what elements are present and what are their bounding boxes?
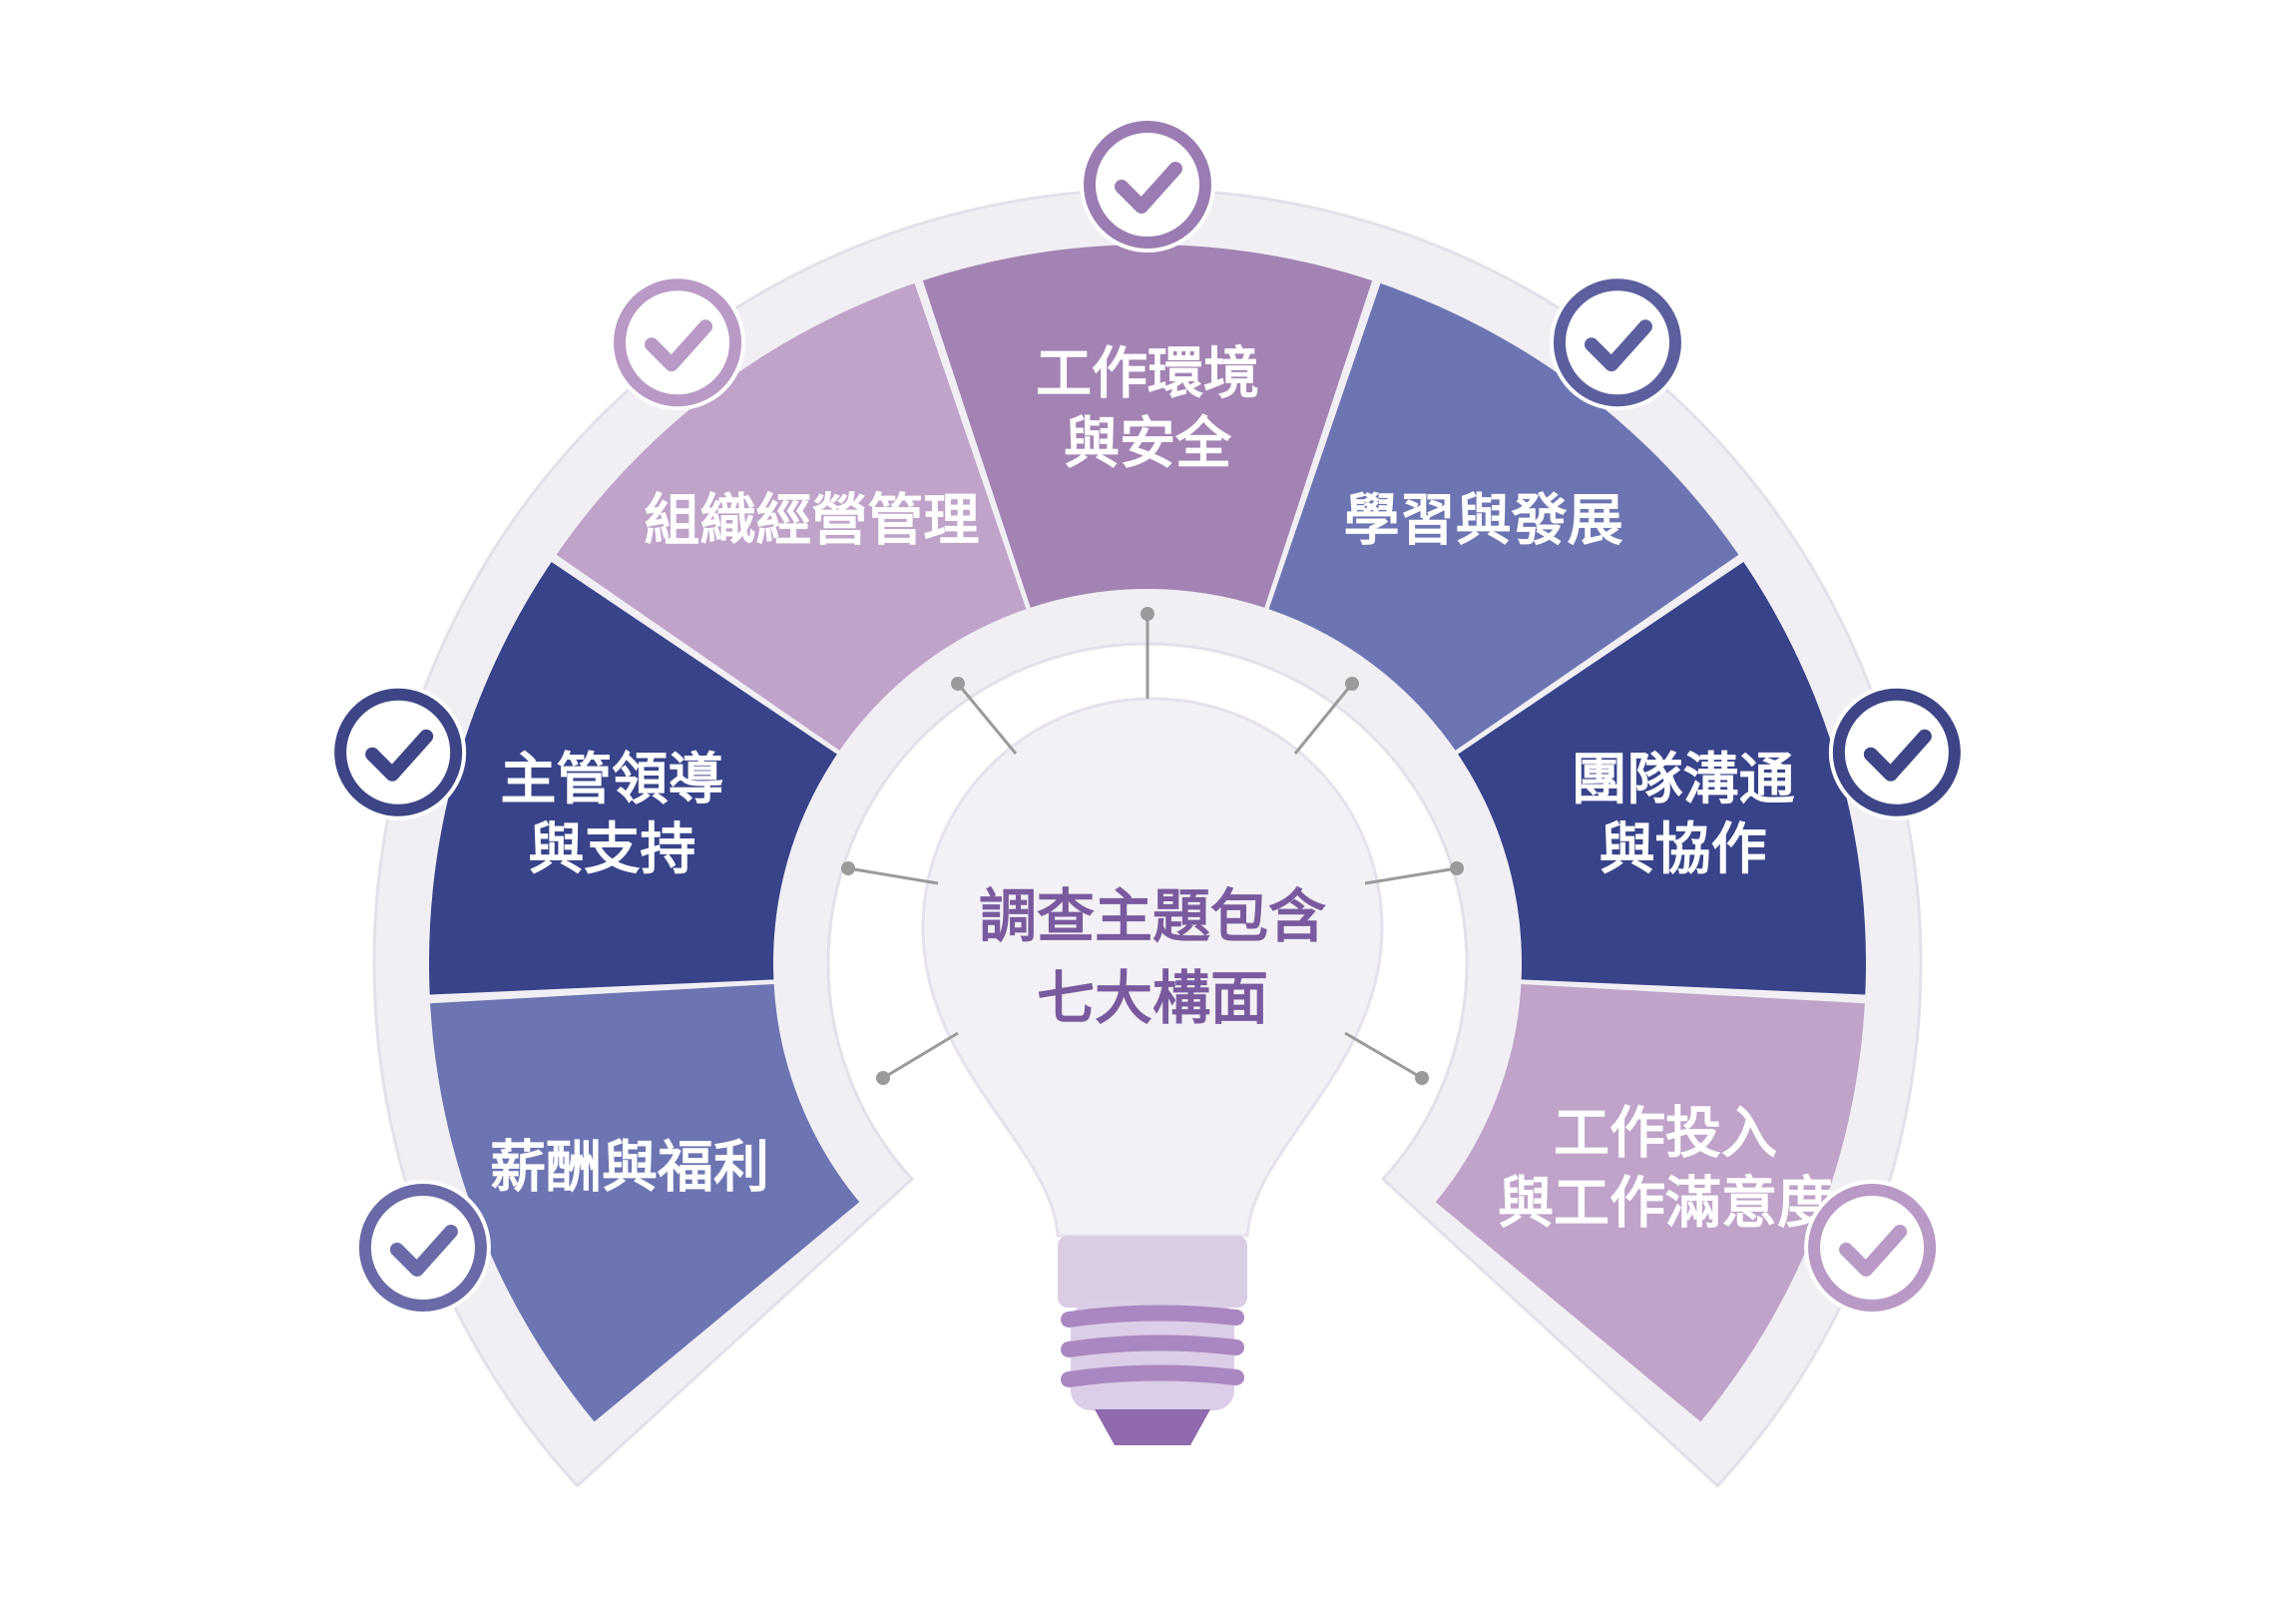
segment-label-environment: 工作環境 — [1036, 342, 1259, 407]
segment-compensation — [430, 983, 860, 1422]
light-bulb-icon — [841, 607, 1464, 1445]
check-circle-icon — [1804, 1179, 1941, 1316]
segment-teamwork — [1458, 562, 1867, 995]
segment-label-engagement-line2: 與工作滿意度 — [1498, 1172, 1833, 1237]
bulb-ray-dot — [1141, 607, 1154, 621]
bulb-ray — [1364, 866, 1458, 885]
bulb-thread — [1061, 1334, 1244, 1357]
segment-labels: 薪酬與福利 主管領導 與支持 組織經營管理 工作環境 與安全 學習與發展 團隊溝… — [490, 342, 1833, 1237]
check-circle-icon — [1080, 117, 1215, 253]
segment-label-engagement: 工作投入 — [1554, 1102, 1777, 1167]
bulb-glass — [921, 697, 1384, 1238]
segment-leadership — [429, 562, 837, 995]
segment-label-leadership: 主管領導 — [500, 748, 723, 812]
segment-label-teamwork: 團隊溝通 — [1572, 748, 1795, 812]
bulb-ray-dot — [1345, 677, 1359, 691]
segment-label-environment-line2: 與安全 — [1064, 412, 1232, 477]
bulb-ray-dot — [841, 861, 855, 875]
bulb-ray — [1344, 1031, 1423, 1080]
segment-label-teamwork-line2: 與協作 — [1600, 817, 1767, 882]
center-title-line2: 七大構面 — [1037, 964, 1268, 1032]
check-circle-icon — [1828, 684, 1965, 820]
bulb-cap — [1058, 1236, 1247, 1308]
segment-ring — [429, 245, 1867, 1422]
center-title-line1: 調查主題包含 — [979, 882, 1326, 950]
bulb-thread — [1061, 1364, 1244, 1387]
bulb-ray-dot — [1450, 861, 1464, 875]
segment-label-learning: 學習與發展 — [1344, 489, 1623, 554]
segment-management — [556, 282, 1027, 751]
segment-label-compensation: 薪酬與福利 — [490, 1136, 769, 1201]
bulb-ray — [1293, 683, 1354, 755]
bulb-ray — [956, 683, 1018, 755]
bulb-thread — [1061, 1305, 1244, 1328]
segment-environment — [922, 245, 1373, 608]
check-circle-icon — [610, 274, 746, 411]
bulb-ray — [882, 1031, 959, 1080]
check-circle-icon — [1549, 274, 1685, 411]
segment-label-leadership-line2: 與支持 — [528, 817, 695, 882]
segment-engagement — [1435, 983, 1865, 1422]
bulb-ray-dot — [876, 1071, 890, 1085]
check-badges — [330, 117, 1965, 1316]
check-circle-icon — [330, 684, 467, 820]
check-circle-icon — [354, 1179, 491, 1316]
bulb-ray — [847, 866, 939, 885]
bulb-ray-dot — [1415, 1071, 1429, 1085]
bulb-ray-dot — [951, 677, 965, 691]
segment-label-management: 組織經營管理 — [644, 489, 979, 554]
segment-learning — [1268, 282, 1739, 751]
bulb-tip — [1095, 1409, 1210, 1445]
bulb-socket — [1071, 1303, 1234, 1410]
